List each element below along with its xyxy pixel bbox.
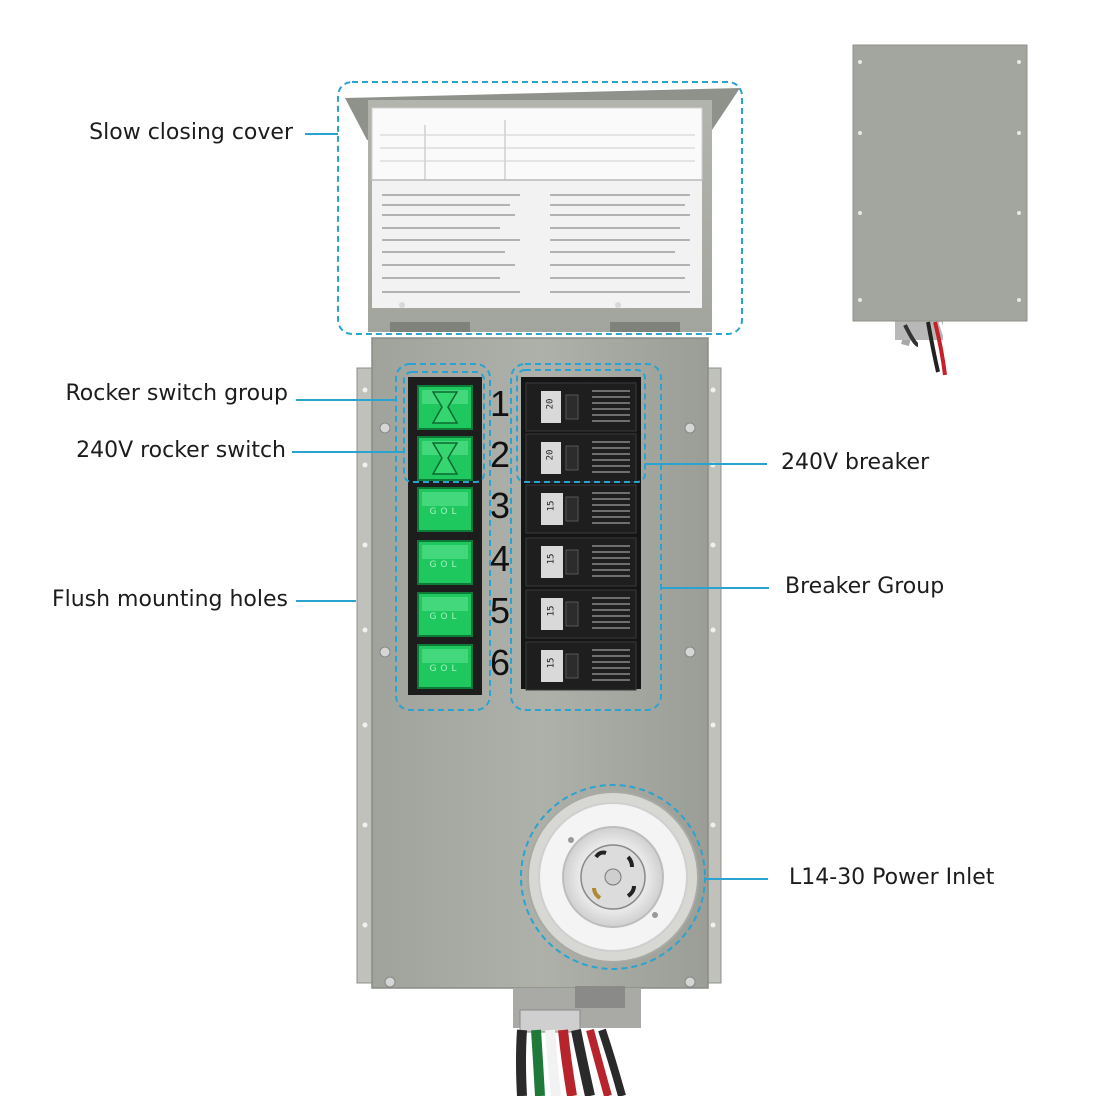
label-240v-breaker: 240V breaker (781, 450, 930, 475)
rocker-switch[interactable]: GOL (417, 540, 473, 585)
cover-illustration (345, 88, 740, 332)
rocker-240v-leader (292, 451, 404, 453)
rocker-switch-marking: GOL (429, 560, 460, 570)
breaker-rating: 15 (546, 657, 557, 669)
breaker-240v-leader (645, 463, 767, 465)
power-inlet-illustration (527, 791, 699, 963)
rocker-switch[interactable]: GOL (417, 644, 473, 689)
rocker-240v-callout (403, 371, 485, 483)
cover-callout (337, 81, 743, 335)
breaker-rating: 15 (546, 605, 557, 617)
circuit-number: 1 (490, 383, 511, 424)
breaker-240v-callout (516, 369, 646, 483)
circuit-number: 2 (490, 434, 511, 475)
rocker-switch-marking: GOL (429, 612, 460, 622)
rocker-switch[interactable] (417, 436, 473, 481)
rocker-group-callout (395, 363, 491, 711)
circuit-number: 3 (490, 485, 511, 526)
breaker-rating: 15 (546, 500, 557, 512)
breaker-rating: 15 (546, 553, 557, 565)
rear-view-enclosure (852, 44, 1028, 376)
circuit-breaker[interactable] (525, 537, 637, 587)
cover-leader (305, 133, 338, 135)
rocker-switch-marking: GOL (429, 507, 460, 517)
label-l14-30-power-inlet: L14-30 Power Inlet (789, 865, 995, 890)
circuit-breaker[interactable] (525, 589, 637, 639)
conduit-and-wires (513, 986, 641, 1096)
callout-outlines (337, 81, 743, 970)
circuit-breaker[interactable] (525, 382, 637, 432)
rocker-group-leader (296, 399, 396, 401)
rocker-switch-panel: GOL GOL GOL GOL (408, 377, 482, 695)
label-breaker-group: Breaker Group (785, 574, 945, 599)
circuit-breaker[interactable] (525, 641, 637, 691)
label-flush-mounting-holes: Flush mounting holes (51, 587, 288, 612)
circuit-number: 6 (490, 642, 511, 683)
breaker-group-callout (510, 363, 662, 711)
mounting-holes-leader (296, 600, 356, 602)
power-inlet-callout (520, 784, 706, 970)
power-inlet-leader (705, 878, 768, 880)
circuit-breaker[interactable] (525, 433, 637, 483)
breaker-rating: 20 (545, 398, 556, 410)
rocker-switch[interactable]: GOL (417, 592, 473, 637)
rocker-switch[interactable] (417, 385, 473, 430)
circuit-breaker[interactable] (525, 484, 637, 534)
rocker-switch[interactable]: GOL (417, 487, 473, 532)
breaker-rating: 20 (545, 449, 556, 461)
circuit-number: 5 (490, 590, 511, 631)
breaker-panel (521, 377, 641, 691)
label-slow-closing-cover: Slow closing cover (89, 120, 293, 145)
circuit-number: 4 (490, 538, 511, 579)
label-rocker-switch-group: Rocker switch group (65, 381, 288, 406)
label-240v-rocker-switch: 240V rocker switch (76, 438, 286, 463)
rocker-switch-marking: GOL (429, 664, 460, 674)
breaker-group-leader (661, 587, 769, 589)
